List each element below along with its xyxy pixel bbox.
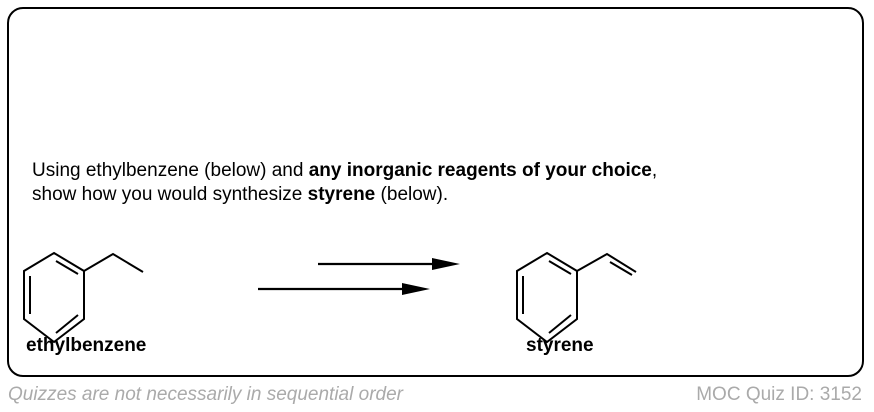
quiz-id: MOC Quiz ID: 3152 [696,384,862,405]
starting-material-label: ethylbenzene [26,335,147,356]
question-part: (below). [375,184,449,205]
reaction-arrows [258,258,460,295]
question-part: show how you would synthesize [32,184,308,205]
question-part: , [651,160,658,181]
question-emphasis: styrene [307,184,376,205]
ethylbenzene-structure [23,251,144,344]
quiz-card [7,7,864,377]
product-label: styrene [526,335,594,356]
styrene-structure [516,251,637,344]
question-part: Using ethylbenzene (below) and [32,160,309,181]
order-note: Quizzes are not necessarily in sequentia… [8,384,403,405]
question-emphasis: any inorganic reagents of your choice [308,160,652,181]
question-text: Using ethylbenzene (below) and any inorg… [32,159,657,207]
